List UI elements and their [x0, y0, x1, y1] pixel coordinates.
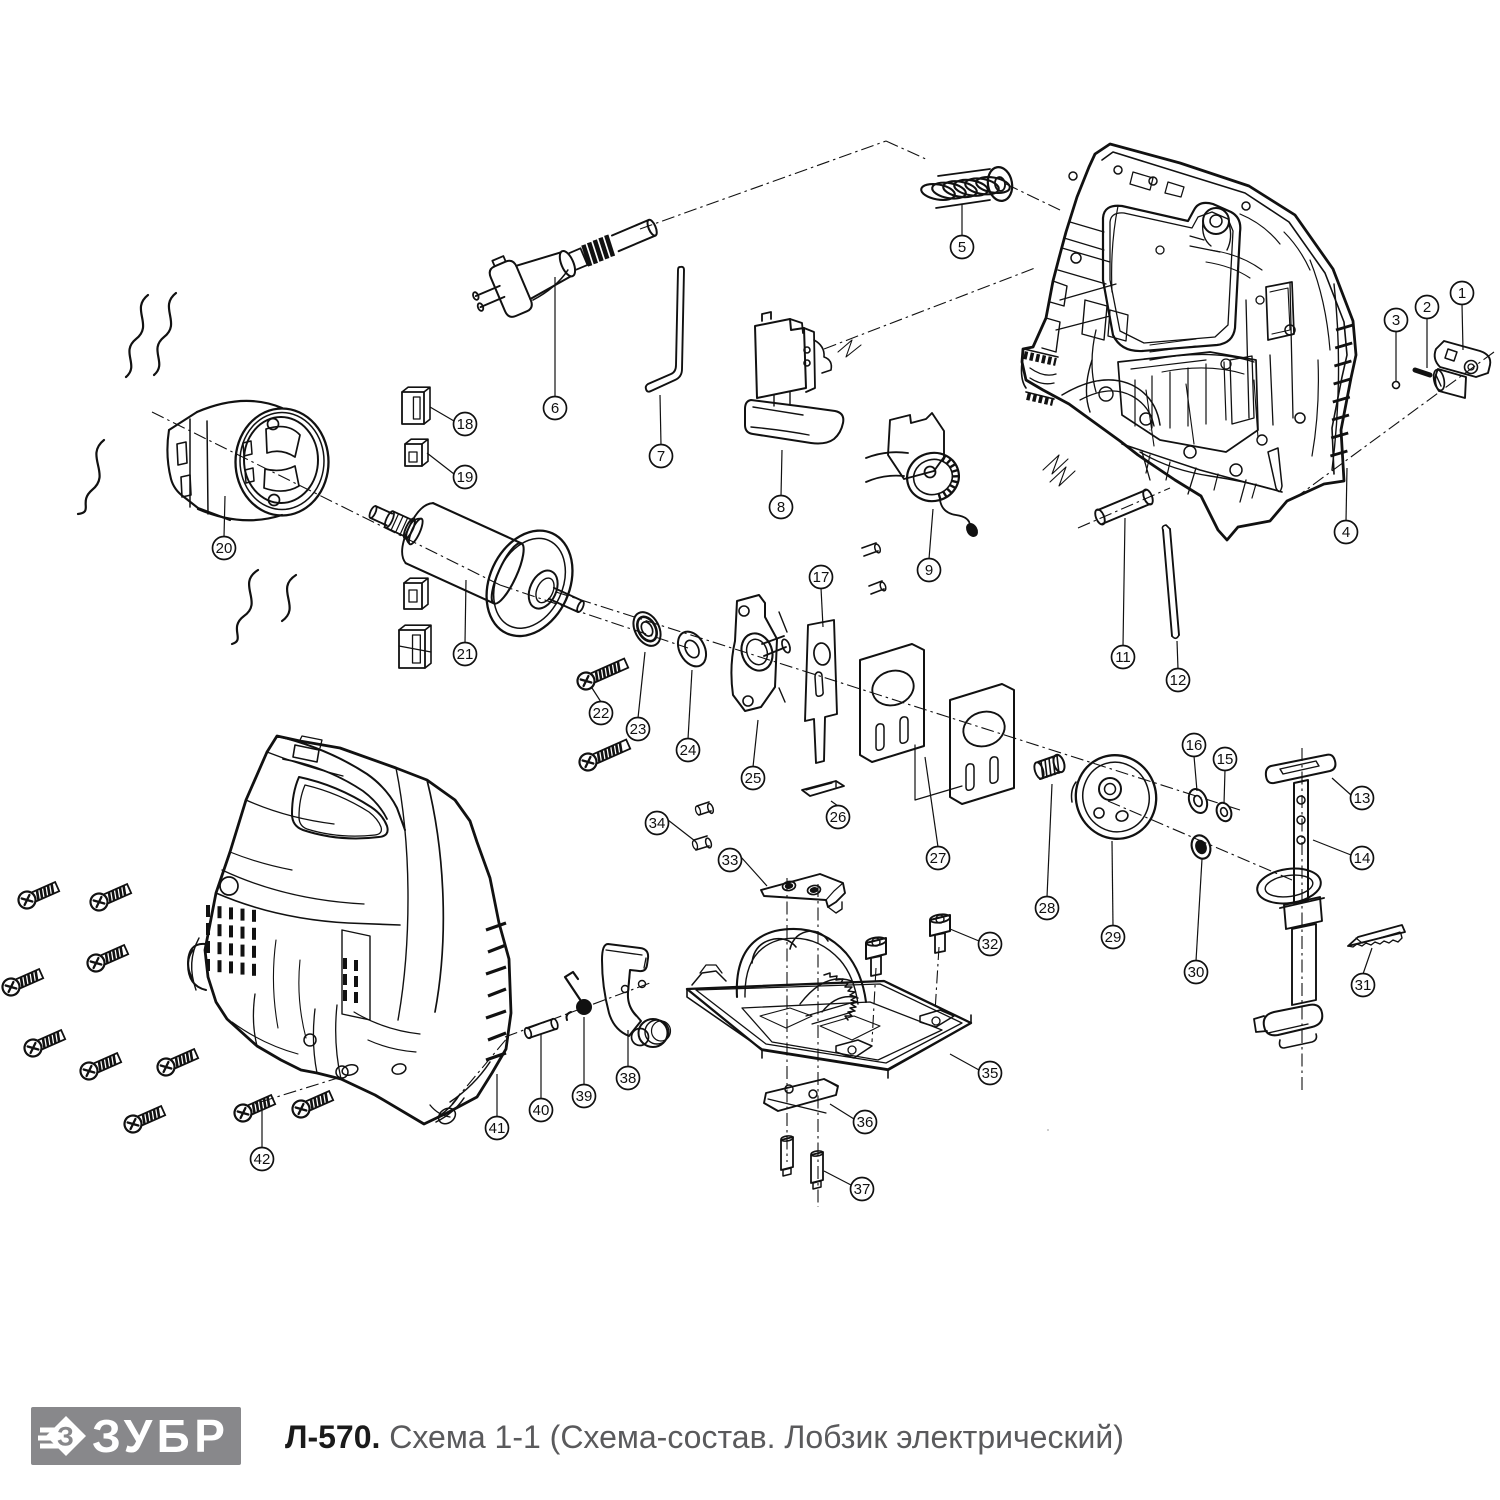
svg-text:40: 40 [533, 1102, 550, 1119]
svg-text:14: 14 [1354, 850, 1371, 867]
svg-text:42: 42 [254, 1151, 271, 1168]
svg-text:З: З [57, 1422, 74, 1452]
svg-text:36: 36 [857, 1114, 874, 1131]
svg-text:8: 8 [777, 499, 785, 516]
svg-text:5: 5 [958, 239, 966, 256]
svg-text:37: 37 [854, 1181, 871, 1198]
svg-text:ЗУБР: ЗУБР [92, 1410, 229, 1462]
svg-text:39: 39 [576, 1088, 593, 1105]
svg-text:25: 25 [745, 770, 762, 787]
svg-text:1: 1 [1458, 285, 1466, 302]
svg-text:22: 22 [593, 705, 610, 722]
svg-text:33: 33 [722, 852, 739, 869]
svg-text:21: 21 [457, 646, 474, 663]
svg-text:30: 30 [1188, 964, 1205, 981]
svg-text:13: 13 [1354, 790, 1371, 807]
svg-text:35: 35 [982, 1065, 999, 1082]
svg-text:15: 15 [1217, 751, 1234, 768]
svg-text:32: 32 [982, 936, 999, 953]
svg-text:27: 27 [930, 850, 947, 867]
svg-text:41: 41 [489, 1120, 506, 1137]
svg-text:9: 9 [925, 562, 933, 579]
svg-text:Л-570. Схема 1-1 (Схема-состав: Л-570. Схема 1-1 (Схема-состав. Лобзик э… [285, 1419, 1124, 1455]
svg-text:17: 17 [813, 569, 830, 586]
svg-text:3: 3 [1392, 312, 1400, 329]
svg-text:7: 7 [657, 448, 665, 465]
svg-text:31: 31 [1355, 977, 1372, 994]
svg-text:38: 38 [620, 1070, 637, 1087]
svg-text:4: 4 [1342, 524, 1350, 541]
svg-text:20: 20 [216, 540, 233, 557]
svg-text:23: 23 [630, 721, 647, 738]
svg-text:6: 6 [551, 400, 559, 417]
svg-text:26: 26 [830, 809, 847, 826]
svg-text:29: 29 [1105, 929, 1122, 946]
svg-text:2: 2 [1423, 299, 1431, 316]
svg-text:34: 34 [649, 815, 666, 832]
svg-text:18: 18 [457, 416, 474, 433]
svg-text:19: 19 [457, 469, 474, 486]
svg-text:24: 24 [680, 742, 697, 759]
svg-text:12: 12 [1170, 672, 1187, 689]
svg-text:16: 16 [1186, 737, 1203, 754]
svg-text:28: 28 [1039, 900, 1056, 917]
svg-text:11: 11 [1115, 649, 1131, 666]
